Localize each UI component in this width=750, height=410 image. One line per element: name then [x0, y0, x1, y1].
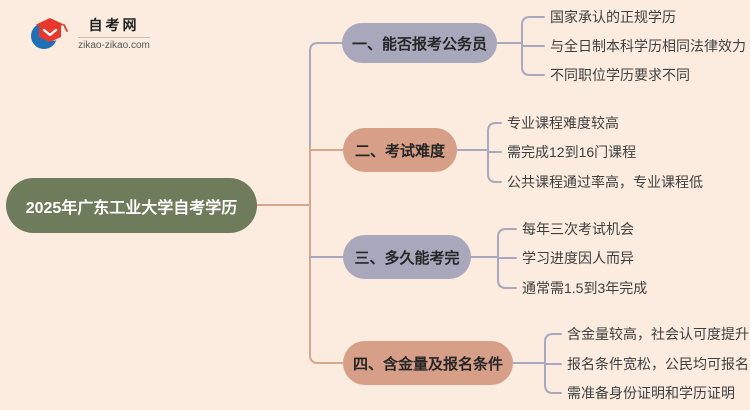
logo-divider — [78, 37, 150, 38]
branch2-leaf-rail — [487, 122, 502, 183]
branch-node-3: 三、多久能考完 — [343, 235, 471, 279]
root-node: 2025年广东工业大学自考学历 — [6, 178, 257, 233]
branch-node-1: 一、能否报考公务员 — [342, 23, 497, 63]
graduation-cap-icon — [31, 17, 68, 49]
branch1-leaf-rail — [521, 16, 545, 76]
branch3-leaf-rail — [497, 228, 517, 289]
leaf-node: 报名条件宽松，公民均可报名 — [567, 356, 749, 372]
branch-node-4: 四、含金量及报名条件 — [343, 341, 513, 385]
site-logo: 自考网 zikao-zikao.com — [30, 12, 150, 54]
leaf-node: 需完成12到16门课程 — [507, 144, 637, 160]
leaf-node: 专业课程难度较高 — [507, 115, 619, 131]
leaf-node: 不同职位学历要求不同 — [550, 67, 690, 83]
logo-title: 自考网 — [88, 17, 140, 33]
leaf-node: 每年三次考试机会 — [522, 221, 634, 237]
logo-text-block: 自考网 zikao-zikao.com — [78, 15, 150, 51]
leaf-node: 需准备身份证明和学历证明 — [567, 385, 735, 401]
leaf-node: 公共课程通过率高，专业课程低 — [507, 174, 703, 190]
leaf-node: 学习进度因人而异 — [522, 250, 634, 266]
trunk-connector-line — [309, 146, 344, 364]
leaf-node: 通常需1.5到3年完成 — [522, 280, 648, 296]
leaf-node: 国家承认的正规学历 — [550, 9, 676, 25]
leaf-node: 含金量较高，社会认可度提升 — [567, 326, 749, 342]
branch-node-2: 二、考试难度 — [343, 128, 457, 172]
leaf-node: 与全日制本科学历相同法律效力 — [550, 38, 746, 54]
branch1-connector-line — [309, 42, 343, 148]
logo-subtitle: zikao-zikao.com — [78, 40, 150, 51]
branch4-leaf-rail — [544, 333, 562, 394]
